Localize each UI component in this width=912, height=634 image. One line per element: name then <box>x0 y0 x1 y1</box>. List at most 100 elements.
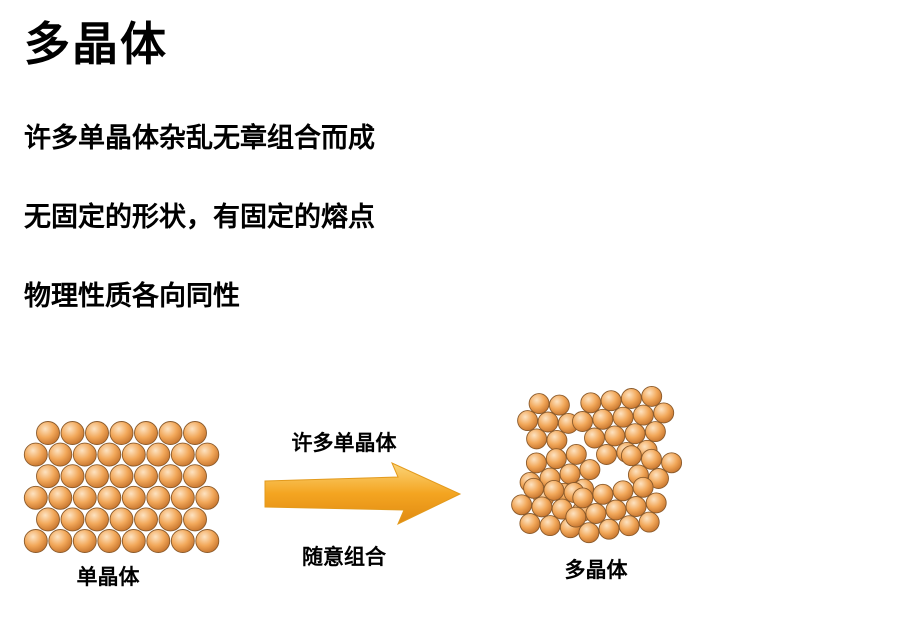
atom <box>618 515 640 537</box>
atom <box>121 529 146 553</box>
atom <box>134 464 158 489</box>
atom <box>585 503 607 524</box>
atom <box>546 429 568 451</box>
atom <box>661 452 683 474</box>
right-arrow-icon <box>264 462 462 526</box>
atom <box>36 421 60 445</box>
atom <box>644 421 666 443</box>
atom <box>72 442 97 467</box>
atom <box>641 448 662 470</box>
atom <box>146 529 171 553</box>
atom <box>23 529 48 553</box>
atom <box>539 515 561 537</box>
atom <box>60 421 85 445</box>
atom <box>612 480 634 502</box>
atom <box>565 506 587 528</box>
page-title: 多晶体 <box>24 17 168 71</box>
atom <box>97 442 122 467</box>
atom <box>580 392 602 414</box>
atom <box>596 444 617 465</box>
atom <box>511 494 533 516</box>
atom <box>638 511 660 533</box>
atom <box>183 507 207 532</box>
bullet-polycrystal-definition: 许多单晶体杂乱无章组合而成 <box>24 123 375 154</box>
atom <box>565 443 587 465</box>
atom <box>624 423 646 445</box>
atom <box>146 485 171 510</box>
atom <box>600 390 622 412</box>
single-crystal-label: 单晶体 <box>77 564 141 589</box>
atom <box>134 421 158 445</box>
atom <box>612 406 634 428</box>
atom <box>36 464 60 489</box>
single-crystal-lattice <box>23 421 220 553</box>
atom <box>653 402 675 424</box>
atom <box>641 385 663 407</box>
atom <box>605 499 627 521</box>
arrow-top-label: 许多单晶体 <box>292 430 398 455</box>
atom <box>526 428 548 450</box>
atom <box>183 421 207 445</box>
atom <box>592 483 614 505</box>
atom <box>537 411 559 433</box>
atom <box>23 485 48 510</box>
atom <box>121 485 146 510</box>
atom <box>134 507 158 532</box>
atom <box>543 479 565 501</box>
atom <box>572 487 594 509</box>
bullet-isotropy: 物理性质各向同性 <box>24 281 240 312</box>
atom <box>559 463 581 485</box>
atom <box>85 464 109 489</box>
atom <box>85 507 109 532</box>
atom <box>545 448 567 470</box>
atom <box>604 425 626 447</box>
atom <box>195 529 220 553</box>
atom <box>625 496 647 517</box>
atom <box>97 485 122 510</box>
atom <box>579 459 601 481</box>
atom <box>23 442 48 467</box>
bullet-shape-melting-point: 无固定的形状，有固定的熔点 <box>24 202 375 233</box>
atom <box>158 464 183 489</box>
atom <box>48 442 73 467</box>
atom <box>620 388 642 409</box>
atom <box>85 421 109 445</box>
atom <box>632 404 654 426</box>
atom <box>60 464 85 489</box>
atom <box>578 522 600 544</box>
atom <box>528 393 550 415</box>
atom <box>60 507 85 532</box>
atom <box>121 442 146 467</box>
atom <box>517 410 539 432</box>
arrow-bottom-label: 随意组合 <box>302 544 387 569</box>
atom <box>519 513 541 534</box>
atom <box>109 464 134 489</box>
atom <box>195 442 220 467</box>
atom <box>109 507 134 532</box>
atom <box>572 411 593 432</box>
atom <box>48 485 73 510</box>
atom <box>170 442 195 467</box>
atom <box>170 485 195 510</box>
atom <box>525 452 547 474</box>
atom <box>592 408 614 430</box>
atom <box>97 529 122 553</box>
atom <box>72 529 97 553</box>
atom <box>48 529 73 553</box>
atom <box>170 529 195 553</box>
atom <box>146 442 171 467</box>
atom <box>158 421 183 445</box>
atom <box>158 507 183 532</box>
atom <box>620 445 642 467</box>
atom <box>72 485 97 510</box>
atom <box>598 518 620 540</box>
atom <box>531 496 553 518</box>
polycrystal-grains <box>511 385 683 544</box>
atom <box>523 477 545 499</box>
atom <box>632 476 654 498</box>
crystal-illustration: 单晶体 许多单晶体 随意组合 多晶体 <box>23 385 683 589</box>
polycrystal-label: 多晶体 <box>565 557 629 582</box>
atom <box>548 394 570 416</box>
atom <box>109 421 134 445</box>
atom <box>195 485 220 510</box>
